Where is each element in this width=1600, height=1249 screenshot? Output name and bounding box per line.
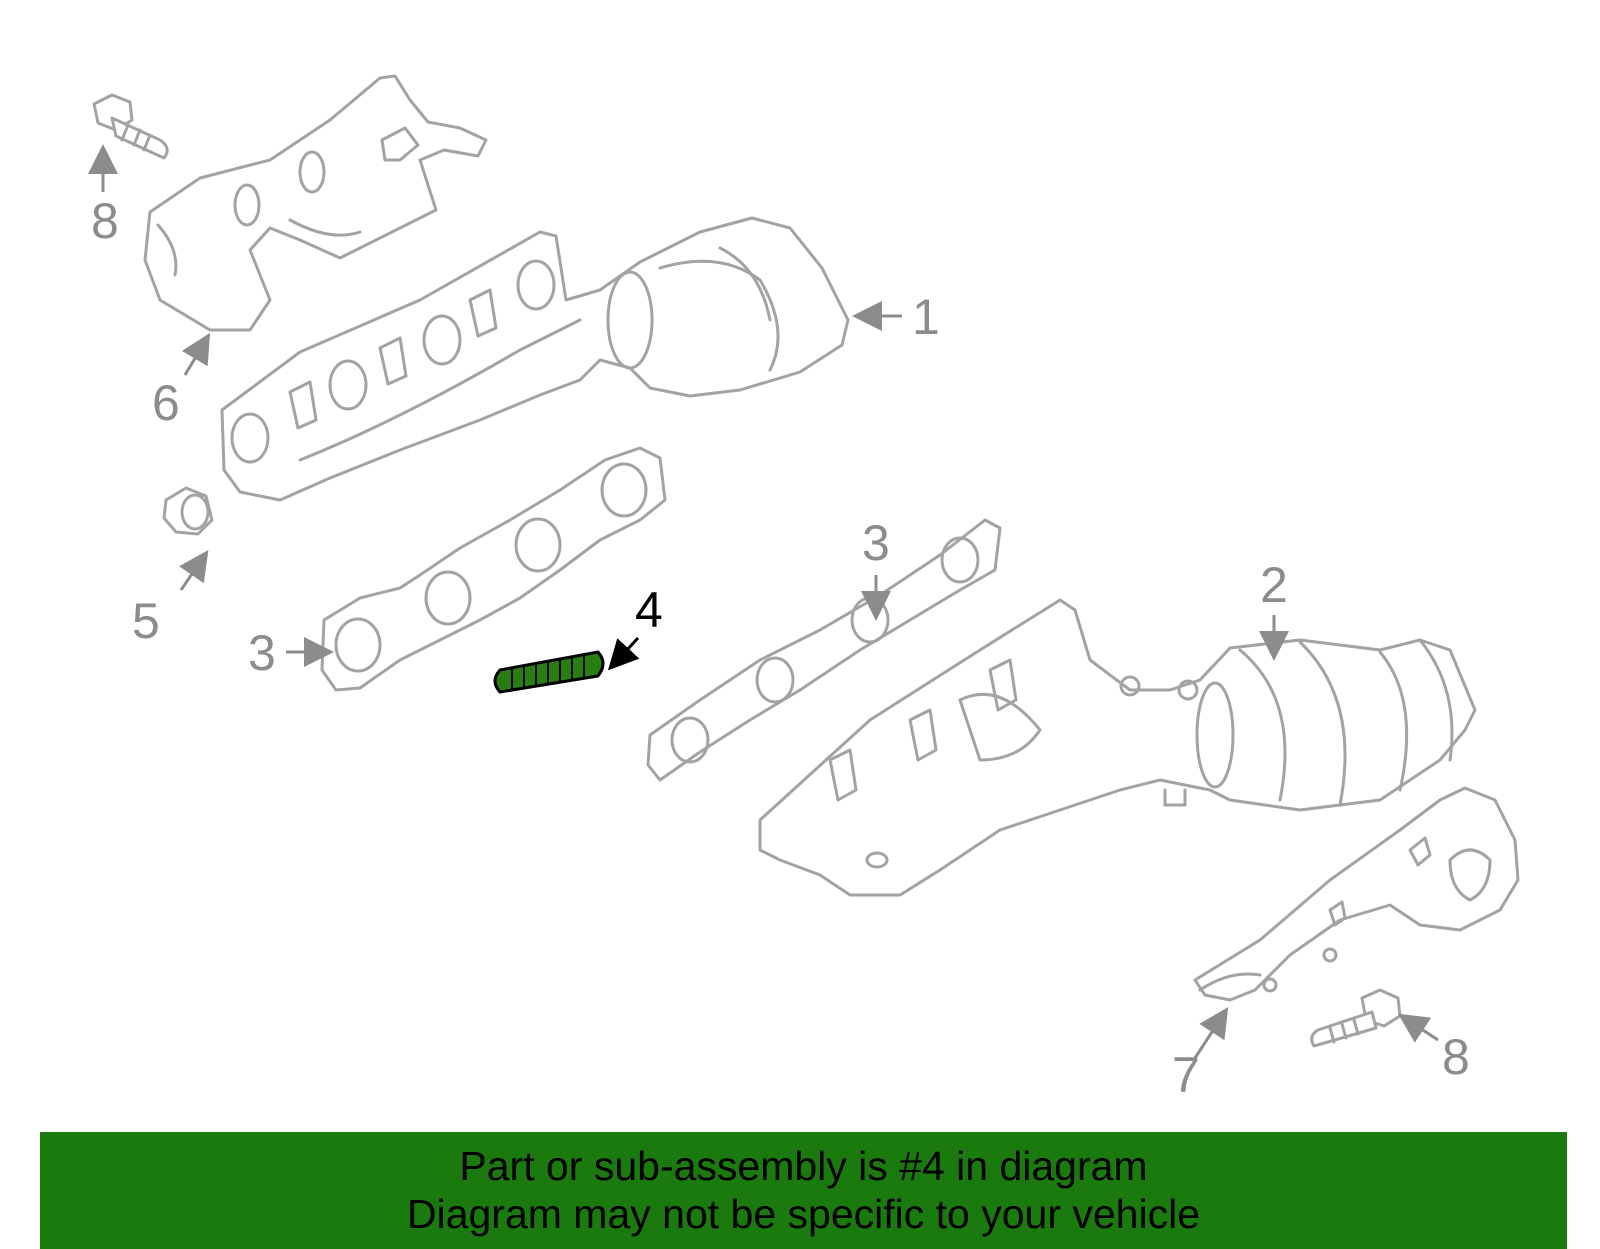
exhaust-manifold-lower [758, 598, 1477, 897]
banner-line-disclaimer: Diagram may not be specific to your vehi… [406, 1191, 1200, 1237]
callout-6: 6 [152, 375, 180, 431]
info-banner: Part or sub-assembly is #4 in diagram Di… [40, 1132, 1567, 1249]
bolt-top-left [92, 93, 169, 160]
banner-line-part: Part or sub-assembly is #4 in diagram [459, 1143, 1148, 1189]
callout-8-bottom: 8 [1442, 1029, 1470, 1085]
bolt-bottom-right [1310, 988, 1402, 1048]
callout-2: 2 [1260, 557, 1288, 613]
callout-3-right: 3 [862, 515, 890, 571]
callout-labels: 1 2 3 3 4 5 6 7 8 8 [91, 193, 1470, 1103]
callout-7: 7 [1172, 1047, 1200, 1103]
callout-arrows [88, 144, 1439, 1059]
stud-highlighted [493, 650, 605, 694]
heat-shield-lower [1193, 786, 1520, 1002]
callout-4: 4 [635, 582, 663, 638]
callout-5: 5 [132, 593, 160, 649]
callout-3-left: 3 [248, 625, 276, 681]
callout-8-top: 8 [91, 193, 119, 249]
nut [162, 486, 214, 536]
callout-1: 1 [912, 289, 940, 345]
gasket-left [320, 446, 667, 692]
heat-shield-top [143, 74, 488, 332]
exhaust-manifold-upper [220, 216, 850, 502]
